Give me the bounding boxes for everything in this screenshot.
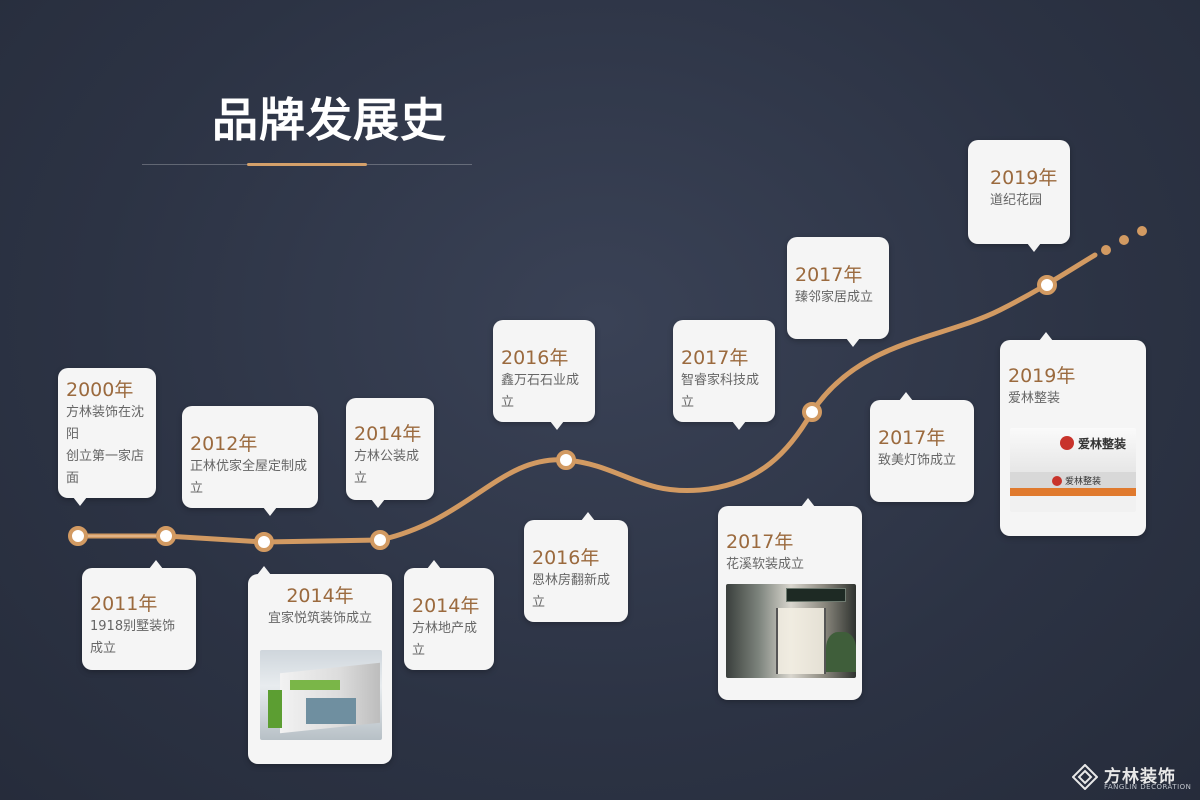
milestone-desc: 正林优家全屋定制成立 — [190, 459, 308, 496]
milestone-card-2012: 2012年 正林优家全屋定制成立 — [182, 406, 318, 516]
timeline-trailing-dots — [1101, 226, 1147, 255]
page-title: 品牌发展史 — [212, 93, 447, 147]
store-sign-text: 爱林整装 — [1078, 437, 1127, 451]
milestone-desc: 爱林整装 — [1008, 391, 1061, 406]
milestone-card-2017-zhenlin: 2017年 臻邻家居成立 — [787, 237, 889, 347]
company-name: 方林装饰 — [1104, 767, 1176, 787]
timeline-curve — [75, 252, 1098, 545]
milestone-year: 2014年 — [286, 585, 354, 607]
milestone-card-2014-gongzhuang: 2014年 方林公装成立 — [346, 398, 434, 508]
milestone-desc: 1918别墅装饰成立 — [90, 619, 176, 656]
timeline-node — [254, 532, 274, 552]
milestone-year: 2000年 — [66, 379, 134, 401]
timeline-node — [68, 526, 88, 546]
milestone-year: 2017年 — [795, 264, 863, 286]
milestone-card-2017-huaxi: 2017年 花溪软装成立 — [718, 498, 862, 700]
company-logo: 方林装饰 FANGLIN DECORATION — [1072, 762, 1192, 792]
milestone-year: 2019年 — [1008, 365, 1076, 387]
milestone-year: 2017年 — [878, 427, 946, 449]
milestone-desc: 宜家悦筑装饰成立 — [267, 611, 372, 626]
milestone-year: 2012年 — [190, 433, 258, 455]
diamond-logo-icon — [1072, 764, 1098, 790]
milestone-year: 2016年 — [532, 547, 600, 569]
company-name-en: FANGLIN DECORATION — [1104, 783, 1192, 791]
timeline-node — [1037, 275, 1057, 295]
milestone-card-2000: 2000年 方林装饰在沈阳 创立第一家店面 — [58, 368, 156, 506]
milestone-year: 2014年 — [412, 595, 480, 617]
timeline-node-group — [68, 275, 1057, 552]
milestone-card-2019-daoji: 2019年 道纪花园 — [968, 140, 1070, 252]
store-photo — [260, 650, 382, 740]
milestone-year: 2017年 — [681, 347, 749, 369]
timeline-node — [156, 526, 176, 546]
milestone-card-2011: 2011年 1918别墅装饰成立 — [82, 560, 196, 670]
timeline-node — [556, 450, 576, 470]
milestone-card-2014-yijia: 2014年 宜家悦筑装饰成立 — [248, 566, 392, 764]
timeline-node — [370, 530, 390, 550]
milestone-year: 2017年 — [726, 531, 794, 553]
title-accent-bar — [247, 163, 367, 166]
milestone-desc: 智睿家科技成立 — [681, 373, 760, 410]
milestone-desc: 方林公装成立 — [354, 449, 420, 486]
milestone-year: 2011年 — [90, 593, 158, 615]
milestone-desc: 臻邻家居成立 — [795, 290, 874, 305]
store-photo — [726, 584, 856, 678]
store-photo: 爱林整装 爱林整装 — [1010, 428, 1136, 512]
milestone-year: 2016年 — [501, 347, 569, 369]
milestone-card-2017-zhimei: 2017年 致美灯饰成立 — [870, 392, 974, 502]
milestone-year: 2019年 — [990, 167, 1058, 189]
milestone-desc: 方林装饰在沈阳 创立第一家店面 — [66, 405, 145, 486]
milestone-desc: 恩林房翻新成立 — [532, 573, 611, 610]
store-sign-text-small: 爱林整装 — [1065, 477, 1102, 487]
milestone-card-2017-zhiruijia: 2017年 智睿家科技成立 — [673, 320, 775, 430]
milestone-card-2016-enlin: 2016年 恩林房翻新成立 — [524, 512, 628, 622]
milestone-desc: 花溪软装成立 — [726, 557, 805, 572]
milestone-desc: 方林地产成立 — [412, 621, 478, 658]
milestone-card-2019-ailin: 2019年 爱林整装 爱林整装 爱林整装 — [1000, 332, 1146, 536]
milestone-desc: 致美灯饰成立 — [878, 453, 957, 468]
milestone-desc: 鑫万石石业成立 — [501, 373, 580, 410]
timeline-node — [802, 402, 822, 422]
milestone-year: 2014年 — [354, 423, 422, 445]
milestone-desc: 道纪花园 — [990, 193, 1043, 208]
milestone-card-2016-xinwanshi: 2016年 鑫万石石业成立 — [493, 320, 595, 430]
milestone-card-2014-dichan: 2014年 方林地产成立 — [404, 560, 494, 670]
